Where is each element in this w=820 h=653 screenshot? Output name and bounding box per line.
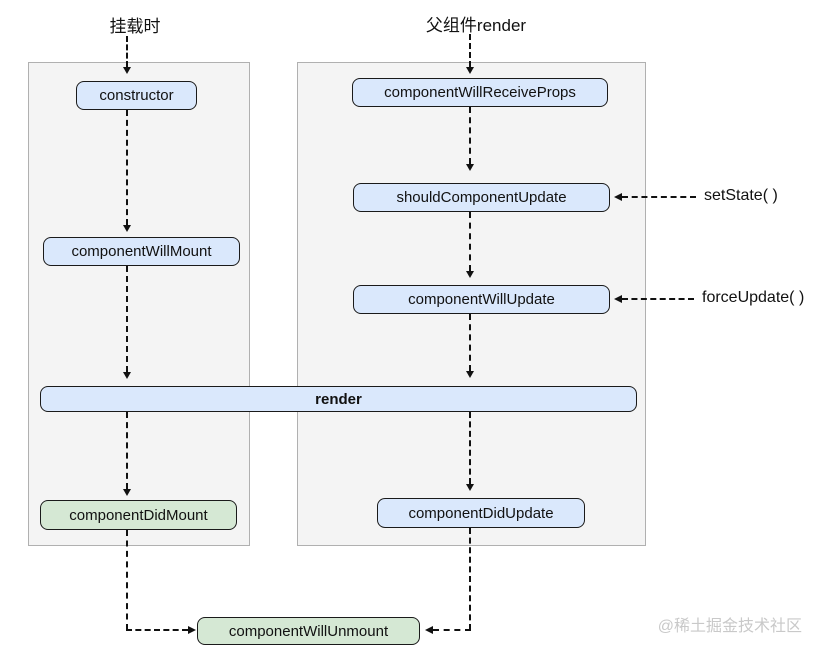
mount-phase-panel	[28, 62, 250, 546]
flow-line-didupdate-to-unmount-horizontal	[433, 629, 471, 631]
forceupdate-label: forceUpdate( )	[702, 289, 805, 306]
node-constructor: constructor	[76, 81, 197, 110]
setstate-label: setState( )	[704, 187, 778, 204]
arrowhead-down-icon	[466, 484, 474, 491]
node-component-will-unmount: componentWillUnmount	[197, 617, 420, 645]
flow-line-willupdate-to-render	[469, 314, 471, 371]
column-header-mount: 挂载时	[109, 17, 161, 36]
flow-line-render-to-didmount	[126, 412, 128, 489]
node-component-did-update: componentDidUpdate	[377, 498, 585, 528]
arrowhead-down-icon	[123, 225, 131, 232]
arrowhead-left-icon	[614, 295, 622, 303]
arrowhead-down-icon	[466, 67, 474, 74]
flow-line-didupdate-to-unmount-vertical	[469, 528, 471, 630]
column-header-parent-render: 父组件render	[425, 16, 527, 35]
node-should-component-update: shouldComponentUpdate	[353, 183, 610, 212]
flow-line-didmount-to-unmount-vertical	[126, 530, 128, 630]
node-component-will-mount: componentWillMount	[43, 237, 240, 266]
arrowhead-down-icon	[123, 372, 131, 379]
node-component-will-receive-props: componentWillReceiveProps	[352, 78, 608, 107]
node-component-did-mount: componentDidMount	[40, 500, 237, 530]
node-render: render	[40, 386, 637, 412]
flow-line-shouldupdate-to-willupdate	[469, 212, 471, 271]
arrowhead-down-icon	[466, 271, 474, 278]
flow-line-mount-entry	[126, 36, 128, 67]
arrowhead-down-icon	[466, 371, 474, 378]
flow-line-didmount-to-unmount-horizontal	[126, 629, 188, 631]
node-component-will-update: componentWillUpdate	[353, 285, 610, 314]
flow-line-parent-render-entry	[469, 34, 471, 67]
arrowhead-down-icon	[123, 489, 131, 496]
flow-line-receiveprops-to-shouldupdate	[469, 107, 471, 164]
forceupdate-arrow-line	[622, 298, 694, 300]
flow-line-willmount-to-render	[126, 266, 128, 372]
setstate-arrow-line	[622, 196, 696, 198]
flow-line-constructor-to-willmount	[126, 110, 128, 225]
arrowhead-left-icon	[425, 626, 433, 634]
flow-line-render-to-didupdate	[469, 412, 471, 484]
arrowhead-right-icon	[188, 626, 196, 634]
arrowhead-left-icon	[614, 193, 622, 201]
arrowhead-down-icon	[123, 67, 131, 74]
arrowhead-down-icon	[466, 164, 474, 171]
watermark: @稀土掘金技术社区	[657, 618, 802, 635]
